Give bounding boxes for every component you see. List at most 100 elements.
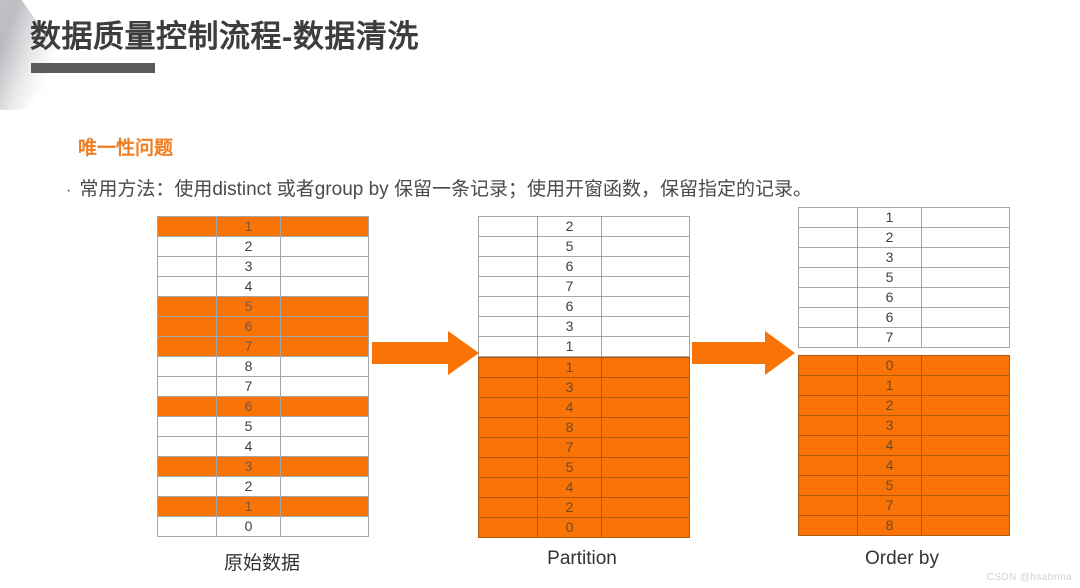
table-cell-empty	[157, 456, 217, 477]
caption-partition: Partition	[547, 548, 617, 569]
table-cell-value: 1	[216, 216, 281, 237]
table-cell-empty	[478, 517, 538, 538]
table-cell-empty	[157, 276, 217, 297]
table-cell-empty	[798, 307, 858, 328]
table-cell-empty	[280, 356, 369, 377]
table-cell-empty	[478, 276, 538, 297]
table-cell-empty	[798, 455, 858, 476]
table-cell-value: 1	[216, 496, 281, 517]
table-row: 6	[798, 307, 1010, 328]
table-cell-empty	[478, 336, 538, 357]
table-cell-value: 7	[857, 327, 922, 348]
table-cell-empty	[921, 475, 1010, 496]
table-cell-value: 2	[537, 497, 602, 518]
table-row: 5	[157, 416, 369, 437]
table-cell-value: 2	[216, 476, 281, 497]
table-cell-value: 1	[857, 207, 922, 228]
table-cell-empty	[478, 497, 538, 518]
table-row: 7	[798, 327, 1010, 348]
table-row: 3	[478, 377, 690, 398]
table-row: 1	[478, 357, 690, 378]
table-cell-empty	[478, 236, 538, 257]
table-cell-empty	[601, 357, 690, 378]
table-cell-empty	[921, 287, 1010, 308]
table-cell-empty	[798, 355, 858, 376]
table-cell-value: 7	[537, 276, 602, 297]
table-cell-value: 6	[857, 287, 922, 308]
table-cell-value: 5	[537, 236, 602, 257]
table-cell-empty	[921, 355, 1010, 376]
table-cell-empty	[601, 477, 690, 498]
table-cell-value: 7	[216, 336, 281, 357]
table-row: 2	[157, 476, 369, 497]
table-row: 5	[478, 236, 690, 257]
table-cell-empty	[798, 475, 858, 496]
table-cell-empty	[478, 417, 538, 438]
table-cell-empty	[280, 256, 369, 277]
table-row: 4	[157, 436, 369, 457]
table-cell-value: 5	[216, 296, 281, 317]
table-cell-empty	[798, 395, 858, 416]
table-cell-empty	[280, 216, 369, 237]
table-row: 6	[478, 256, 690, 277]
table-row: 2	[798, 227, 1010, 248]
table-cell-empty	[157, 436, 217, 457]
table-row: 7	[798, 495, 1010, 516]
table-cell-empty	[478, 296, 538, 317]
table-cell-empty	[798, 267, 858, 288]
table-cell-empty	[157, 296, 217, 317]
table-cell-empty	[921, 227, 1010, 248]
table-cell-empty	[601, 397, 690, 418]
caption-original-data: 原始数据	[223, 553, 300, 574]
table-cell-value: 3	[537, 377, 602, 398]
table-cell-empty	[280, 476, 369, 497]
table-cell-empty	[280, 516, 369, 537]
table-cell-empty	[478, 477, 538, 498]
table-cell-empty	[280, 376, 369, 397]
table-cell-empty	[280, 336, 369, 357]
table-cell-value: 4	[537, 477, 602, 498]
table-cell-value: 7	[216, 376, 281, 397]
table-cell-empty	[798, 207, 858, 228]
table-cell-empty	[157, 216, 217, 237]
table-row: 5	[157, 296, 369, 317]
table-cell-empty	[921, 515, 1010, 536]
table-row: 2	[478, 497, 690, 518]
table-cell-empty	[798, 247, 858, 268]
table-cell-empty	[280, 416, 369, 437]
table-cell-value: 6	[216, 396, 281, 417]
table-cell-value: 1	[537, 357, 602, 378]
bullet-row: · 常用方法：使用distinct 或者group by 保留一条记录；使用开窗…	[66, 174, 812, 201]
table-cell-empty	[601, 296, 690, 317]
table-cell-empty	[157, 256, 217, 277]
table-cell-value: 4	[857, 455, 922, 476]
table-cell-empty	[921, 375, 1010, 396]
table-cell-empty	[921, 307, 1010, 328]
table-cell-value: 8	[216, 356, 281, 377]
table-row: 2	[157, 236, 369, 257]
bullet-dot-icon: ·	[66, 182, 72, 199]
table-cell-empty	[478, 357, 538, 378]
table-cell-empty	[280, 276, 369, 297]
table-row: 4	[478, 477, 690, 498]
table-cell-empty	[157, 416, 217, 437]
table-row: 8	[157, 356, 369, 377]
table-cell-empty	[280, 456, 369, 477]
flow-arrow-2	[692, 329, 796, 377]
table-row: 1	[157, 496, 369, 517]
table-cell-value: 2	[537, 216, 602, 237]
table-cell-value: 4	[857, 435, 922, 456]
table-row: 0	[157, 516, 369, 537]
table-row: 6	[478, 296, 690, 317]
table-cell-value: 3	[216, 256, 281, 277]
table-cell-empty	[921, 415, 1010, 436]
table-cell-empty	[798, 415, 858, 436]
table-row: 0	[478, 517, 690, 538]
table-cell-empty	[601, 216, 690, 237]
table-cell-empty	[798, 227, 858, 248]
table-cell-empty	[601, 276, 690, 297]
table-cell-empty	[157, 396, 217, 417]
table-cell-empty	[157, 516, 217, 537]
